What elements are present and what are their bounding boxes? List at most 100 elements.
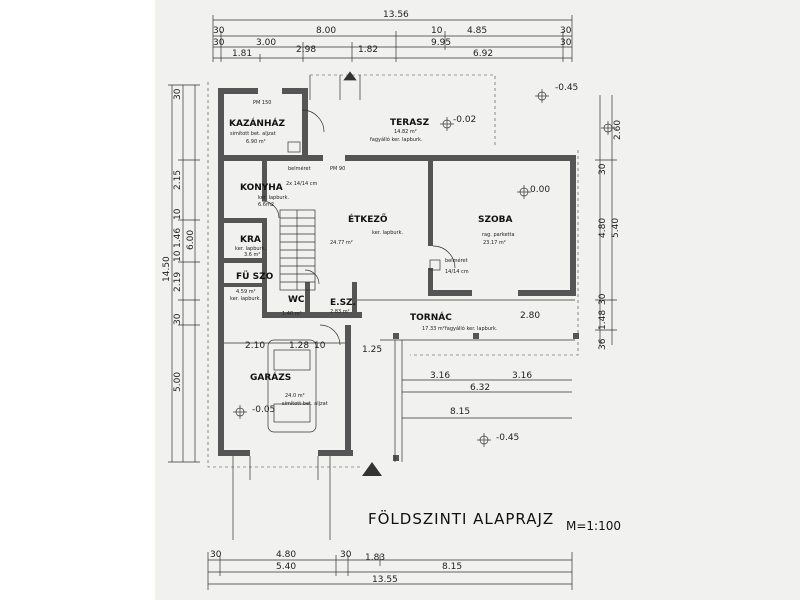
- room-tornac-desc: fagyálló ker. lapburk.: [445, 325, 498, 332]
- dim-left-total: 14.50: [162, 256, 172, 282]
- inner-dimensions: 3.16 3.16 6.32 8.15 1.25 2.80 2.10 1.28 …: [224, 311, 572, 419]
- room-etkezo-area: 24.77 m²: [330, 240, 353, 246]
- dim-inner-d: 8.15: [450, 407, 470, 417]
- car-outline: [267, 339, 317, 433]
- room-szoba-name: SZOBA: [478, 215, 513, 225]
- level-markers: [233, 89, 615, 447]
- dim-top-r4-a: 1.81: [232, 49, 252, 59]
- staircase: [279, 209, 316, 291]
- level-szoba: 0.00: [530, 185, 550, 195]
- dim-right-b: 30: [598, 163, 608, 175]
- dim-top-r3-d: 1.82: [358, 45, 378, 55]
- right-dimension-lines: -0.45 2.60 30 4.80 5.40 30 1.48 36: [555, 83, 623, 350]
- room-kazanhaz-area: 6.90 m²: [246, 139, 266, 145]
- dim-top-r2-e: 30: [560, 26, 572, 36]
- room-kra-area: 3.6 m²: [244, 252, 260, 258]
- dim-inner-b: 3.16: [512, 371, 532, 381]
- room-esz-area: 2.83 m²: [330, 309, 350, 315]
- dim-top-r3-e: 9.95: [431, 38, 451, 48]
- dim-right-a: 2.60: [613, 120, 623, 140]
- room-garazs-area: 24.0 m²: [285, 393, 305, 399]
- dim-left-i: 6.00: [186, 230, 196, 250]
- room-garazs-name: GARÁZS: [250, 371, 291, 383]
- room-kra-desc: ker. lapburk.: [235, 246, 266, 252]
- tornac-outline: [357, 299, 575, 462]
- dim-left-c: 10: [173, 208, 183, 220]
- dim-left-g: 30: [173, 313, 183, 325]
- room-kra-name: KRA: [240, 235, 261, 245]
- note-belmeret-1: belméret: [288, 165, 311, 172]
- note-pm90: PM 90: [330, 166, 345, 172]
- dim-bottom-r1-a: 30: [210, 550, 222, 560]
- dim-bottom-r1-b: 4.80: [276, 550, 296, 560]
- dim-bottom-r1-d: 1.83: [365, 553, 385, 563]
- floor-plan-drawing: 13.56 30 8.00 10 4.85 30 30 3.00 2.98 1.…: [162, 10, 623, 590]
- room-fuszo-area: 4.59 m²: [236, 289, 256, 295]
- room-tornac-area: 17.33 m²: [422, 326, 445, 332]
- room-esz-name: E.SZ.: [330, 298, 356, 308]
- garage-approach: [232, 456, 331, 540]
- note-belmeret-2-val: 14/14 cm: [445, 269, 469, 275]
- walls: [218, 88, 579, 461]
- foundation-outline: [207, 74, 579, 468]
- level-terasz: -0.02: [453, 115, 476, 125]
- room-konyha-area: 6.6m2: [258, 202, 274, 208]
- bottom-dimension-lines: 30 4.80 30 1.83 5.40 8.15 13.55: [207, 550, 573, 590]
- room-wc-name: WC: [288, 295, 305, 305]
- dim-top-r2-d: 4.85: [467, 26, 487, 36]
- dim-bottom-r1-c: 30: [340, 550, 352, 560]
- room-terasz-desc: fagyálló ker. lapburk.: [370, 136, 423, 143]
- level-top-right: -0.45: [555, 83, 578, 93]
- top-dimension-lines: 13.56 30 8.00 10 4.85 30 30 3.00 2.98 1.…: [212, 10, 573, 62]
- dim-right-c: 4.80: [598, 218, 608, 238]
- chimney-kazanhaz: [287, 141, 301, 153]
- dim-left-e: 10: [173, 250, 183, 262]
- dim-inner-h: 1.28: [289, 341, 309, 351]
- dim-left-a: 30: [173, 88, 183, 100]
- terasz-steps: [309, 71, 361, 100]
- dim-top-r3-b: 3.00: [256, 38, 276, 48]
- dim-left-d: 1.46: [173, 228, 183, 248]
- room-garazs-desc: simított bet. aljzat: [282, 400, 328, 407]
- dim-inner-a: 3.16: [430, 371, 450, 381]
- room-kazanhaz-desc: simított bet. aljzat: [230, 130, 276, 137]
- dim-inner-f: 2.80: [520, 311, 540, 321]
- dim-bottom-total: 13.55: [372, 575, 398, 585]
- entry-arrow: [362, 462, 382, 476]
- dim-inner-c: 6.32: [470, 383, 490, 393]
- room-konyha-desc: ker. lapburk.: [258, 195, 289, 201]
- note-belmeret-2: belméret: [445, 257, 468, 264]
- dim-top-r2-b: 8.00: [316, 26, 336, 36]
- dim-bottom-r2-b: 8.15: [442, 562, 462, 572]
- door-swings: [261, 109, 456, 346]
- dim-inner-e: 1.25: [362, 345, 382, 355]
- dim-top-r3-f: 30: [560, 38, 572, 48]
- dim-top-r4-b: 6.92: [473, 49, 493, 59]
- dim-inner-i: 10: [314, 341, 326, 351]
- room-fuszo-name: FÜ SZO: [236, 271, 274, 282]
- dim-left-h: 5.00: [173, 372, 183, 392]
- dim-left-b: 2.15: [173, 170, 183, 190]
- dim-left-f: 2.19: [173, 272, 183, 292]
- plan-scale: M=1:100: [566, 519, 621, 533]
- dim-right-f: 1.48: [598, 310, 608, 330]
- level-garazs: -0.05: [252, 405, 275, 415]
- dim-top-r2-a: 30: [213, 26, 225, 36]
- dim-right-e: 30: [598, 293, 608, 305]
- left-dimension-lines: 30 2.15 10 1.46 10 2.19 30 5.00 14.50 6.…: [162, 84, 200, 463]
- room-kazanhaz-name: KAZÁNHÁZ: [229, 117, 285, 129]
- dim-top-r2-c: 10: [431, 26, 443, 36]
- chimney-szoba: [429, 259, 441, 271]
- dim-inner-g: 2.10: [245, 341, 265, 351]
- dim-top-r3-a: 30: [213, 38, 225, 48]
- dim-right-d: 5.40: [611, 218, 621, 238]
- room-terasz-name: TERASZ: [390, 118, 430, 128]
- plan-title: FÖLDSZINTI ALAPRAJZ: [368, 509, 554, 528]
- dim-right-g: 36: [598, 338, 608, 350]
- room-konyha-name: KONYHA: [240, 183, 283, 193]
- room-labels: KAZÁNHÁZ simított bet. aljzat 6.90 m² TE…: [229, 117, 515, 407]
- room-szoba-area: 23.17 m²: [483, 240, 506, 246]
- dim-bottom-r2-a: 5.40: [276, 562, 296, 572]
- note-pm150: PM 150: [253, 100, 271, 106]
- room-wc-area: 1.40 m²: [282, 311, 302, 317]
